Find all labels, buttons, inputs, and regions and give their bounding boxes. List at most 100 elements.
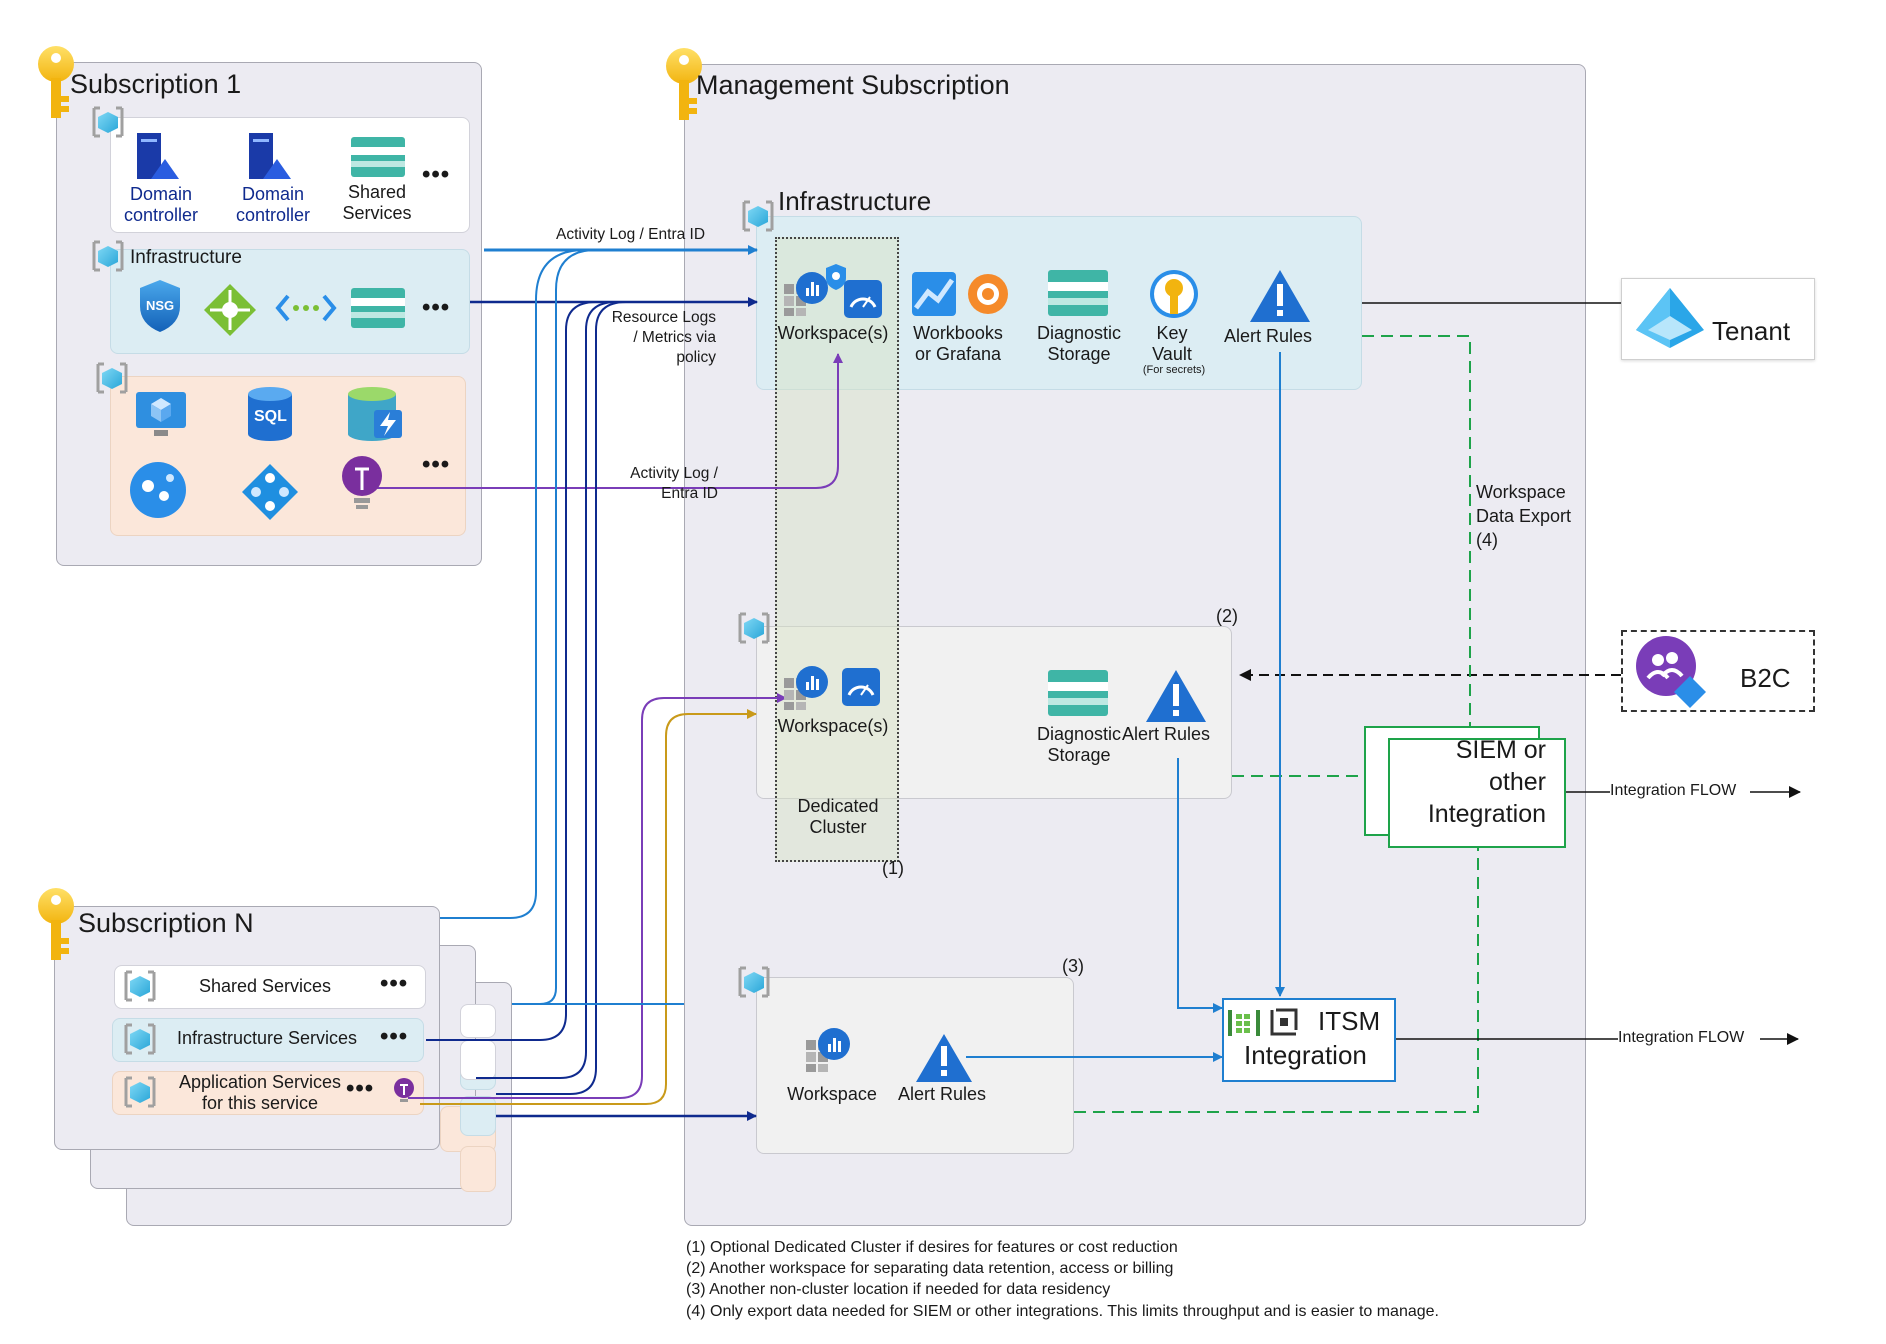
workspaces-label: Workspace(s) <box>777 716 889 736</box>
subn-shared-services-label: Shared Services <box>198 976 332 996</box>
subn-navy-to-infra-1 <box>426 301 597 1041</box>
resource-group-icon <box>738 612 770 644</box>
workspace-icon <box>784 272 828 316</box>
management-key-icon <box>666 48 702 120</box>
subscription-n-title: Subscription N <box>78 908 254 938</box>
resource-group-icon <box>738 966 770 998</box>
workspace-data-export-label: Workspace Data Export (4) <box>1476 482 1572 550</box>
stack-3-white <box>460 1040 496 1080</box>
resource-group-icon <box>92 106 124 138</box>
route-table-icon <box>204 284 256 336</box>
workspace-icon <box>806 1028 850 1072</box>
nsg-shield-icon <box>140 280 180 332</box>
key-vault-icon <box>1150 270 1198 318</box>
alerts-cluster-to-itsm <box>1177 758 1223 1013</box>
subn-application-services-label: Application Services for this service <box>178 1072 342 1113</box>
more-icon: ••• <box>422 161 451 188</box>
sub1-infrastructure-title: Infrastructure <box>130 247 242 268</box>
subn-gold-to-cluster <box>420 709 757 1105</box>
grafana-icon <box>968 274 1008 314</box>
resource-group-icon <box>96 362 128 394</box>
activity-log-arrow-2 <box>370 353 843 489</box>
alert-rules-label: Alert Rules <box>1223 326 1313 346</box>
dedicated-cluster-tag: (1) <box>882 858 904 878</box>
subscription-n-key-icon <box>38 888 74 960</box>
domain-controller-icon <box>249 133 291 179</box>
resource-group-icon <box>124 970 156 1002</box>
siem-label: SIEM or other Integration <box>1427 736 1546 828</box>
storage-icon <box>351 137 405 177</box>
subn-app-row <box>112 1071 424 1115</box>
more-icon: ••• <box>422 451 451 478</box>
resource-group-icon <box>92 240 124 272</box>
activity-log-label-1: Activity Log / Entra ID <box>556 226 706 243</box>
key-vault-note: (For secrets) <box>1142 364 1206 376</box>
resource-group-icon <box>124 1023 156 1055</box>
subn-blue-to-infra-1 <box>440 249 586 919</box>
alert-rules-icon <box>1146 670 1206 722</box>
storage-icon <box>1048 270 1108 316</box>
itsm-title: ITSM <box>1318 1006 1381 1036</box>
sql-text: SQL <box>254 408 287 425</box>
third-group-tag: (3) <box>1062 956 1084 976</box>
subn-purple-to-cluster <box>408 693 787 1099</box>
footnote-4: (4) Only export data needed for SIEM or … <box>686 1303 1439 1320</box>
application-insights-small-icon <box>394 1078 414 1102</box>
management-subscription-title: Management Subscription <box>696 70 1010 100</box>
tenant-label: Tenant <box>1712 316 1791 346</box>
more-icon: ••• <box>346 1075 375 1102</box>
monitor-gauge-icon <box>842 668 880 706</box>
export-dashed-third <box>1074 848 1479 1113</box>
domain-controller-label: Domain controller <box>123 184 199 225</box>
itsm-integration-flow-label: Integration FLOW <box>1618 1029 1745 1046</box>
footnote-1: (1) Optional Dedicated Cluster if desire… <box>686 1239 1178 1256</box>
diagnostic-storage-label: Diagnostic Storage <box>1036 323 1122 364</box>
subn-navy-to-infra-2 <box>476 301 617 1079</box>
itsm-subtitle: Integration <box>1244 1040 1367 1070</box>
diagnostic-storage-label: Diagnostic Storage <box>1036 724 1122 765</box>
subscription-1-title: Subscription 1 <box>70 69 242 99</box>
b2c-label: B2C <box>1740 663 1791 693</box>
workspaces-label: Workspace(s) <box>777 323 889 343</box>
load-balancer-icon <box>242 464 298 520</box>
resource-group-icon <box>742 200 774 232</box>
app-service-icon <box>130 462 186 518</box>
nsg-text: NSG <box>146 298 175 313</box>
alert-rules-label: Alert Rules <box>897 1084 987 1104</box>
itsm-box <box>1222 998 1396 1082</box>
domain-controller-icon <box>137 133 179 179</box>
alert-rules-label: Alert Rules <box>1121 724 1211 744</box>
dedicated-cluster-box <box>775 237 899 862</box>
activity-log-label-2: Activity Log / Entra ID <box>630 465 718 502</box>
subn-shared-row <box>114 965 426 1009</box>
virtual-network-icon <box>275 294 337 322</box>
itsm-box-icon <box>1270 1008 1298 1036</box>
cosmos-storage-icon <box>348 387 402 441</box>
footnote-3: (3) Another non-cluster location if need… <box>686 1281 1111 1298</box>
storage-icon <box>351 288 405 328</box>
more-icon: ••• <box>380 970 409 997</box>
mgmt-infrastructure-title: Infrastructure <box>778 186 932 216</box>
domain-controller-label: Domain controller <box>235 184 311 225</box>
b2c-icon <box>1636 636 1706 708</box>
subn-infrastructure-services-label: Infrastructure Services <box>176 1028 358 1048</box>
workbooks-icon <box>912 272 956 316</box>
virtual-machine-icon <box>136 392 186 436</box>
dedicated-cluster-label: Dedicated Cluster <box>797 796 879 837</box>
alert-rules-icon <box>1250 270 1310 322</box>
monitor-gauge-icon <box>844 280 882 318</box>
key-vault-label: Key Vault <box>1152 323 1192 364</box>
workspace-label: Workspace <box>787 1084 877 1104</box>
shared-services-label: Shared Services <box>342 182 412 223</box>
itsm-flow-icon <box>1228 1010 1260 1036</box>
subn-navy-to-infra-3 <box>496 301 627 1095</box>
siem-integration-flow-label: Integration FLOW <box>1610 782 1737 799</box>
storage-icon <box>1048 670 1108 716</box>
sql-database-icon <box>248 387 292 441</box>
insights-shield-icon <box>826 264 846 290</box>
resource-group-icon <box>124 1076 156 1108</box>
export-dashed-top <box>1362 335 1471 726</box>
alert-rules-icon <box>916 1034 972 1082</box>
